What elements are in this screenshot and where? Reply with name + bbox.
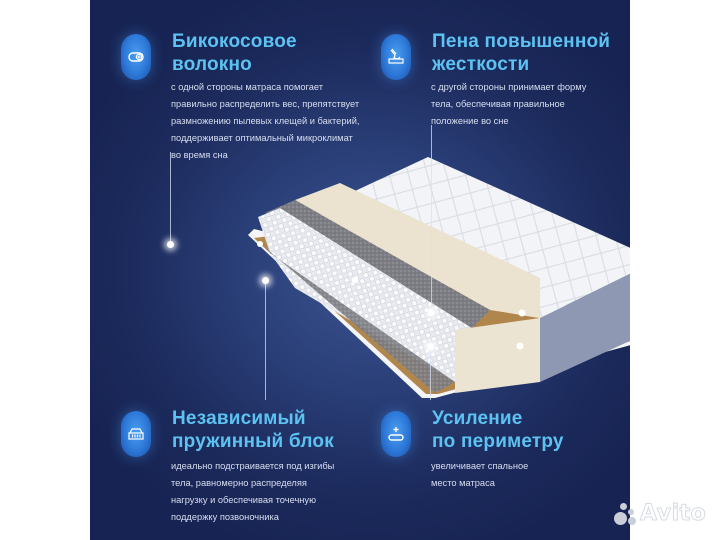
hotspot-dot-spring-block [262,277,269,284]
connector-line-spring-block [265,282,266,400]
hotspot-dot-perimeter [427,343,434,350]
feature-description-firm-foam: с другой стороны принимает форму тела, о… [431,82,587,126]
hotspot-dot-firm-foam [428,309,435,316]
hand-pressing-foam-icon [388,48,404,64]
spring-block-icon-badge [121,411,151,457]
feature-description-spring-block: идеально подстраивается под изгибы тела,… [171,461,335,522]
feature-title-perimeter: Усиление по периметру [432,408,564,452]
coconut-fiber-roll-icon [128,52,144,62]
product-infographic-panel: Бикокосовое волокно с одной стороны матр… [90,0,630,540]
coconut-fiber-icon-badge [121,34,151,80]
plus-frame-icon [388,427,404,441]
mattress-cutaway-illustration [248,157,630,398]
connector-line-bicoconut [170,152,171,246]
feature-description-perimeter: увеличивает спальное место матраса [431,461,529,488]
feature-title-firm-foam: Пена повышенной жесткости [432,31,611,75]
connector-line-firm-foam [431,125,432,310]
avito-logo-text: Avito [639,500,707,526]
spring-block-icon [128,428,144,440]
avito-watermark: Avito [612,500,706,526]
avito-logo-dots-icon [612,500,638,526]
feature-description-bicoconut: с одной стороны матраса помогает правиль… [171,82,360,160]
perimeter-icon-badge [381,411,411,457]
feature-title-bicoconut: Бикокосовое волокно [172,31,297,75]
hotspot-dot-bicoconut [167,241,174,248]
connector-line-perimeter [430,347,431,400]
firm-foam-icon-badge [381,34,411,80]
feature-title-spring-block: Независимый пружинный блок [172,408,334,452]
